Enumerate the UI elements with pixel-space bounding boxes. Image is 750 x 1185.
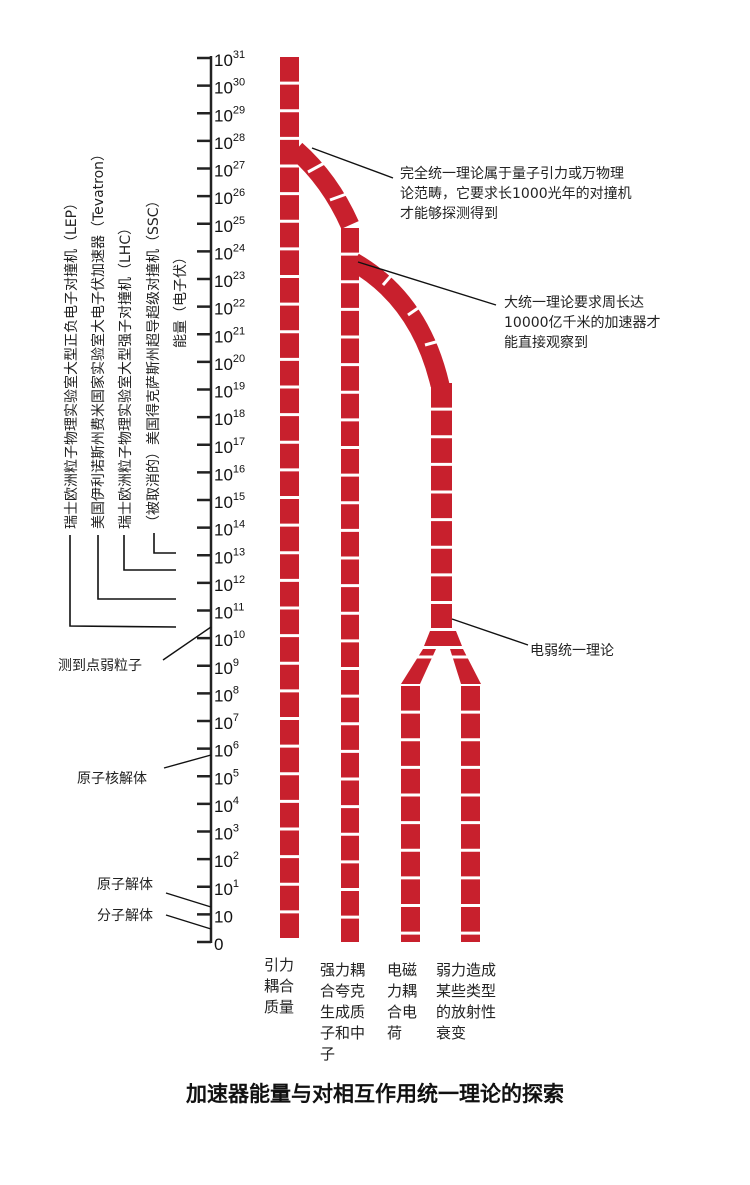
axis-tick-label: 107 <box>214 712 239 733</box>
diagram-title: 加速器能量与对相互作用统一理论的探索 <box>186 1082 564 1106</box>
accelerator-label-lep: 瑞士欧洲粒子物理实验室大型正负电子对撞机（LEP） <box>63 196 80 529</box>
axis-tick-label: 1013 <box>214 546 245 567</box>
accelerator-labels: 瑞士欧洲粒子物理实验室大型正负电子对撞机（LEP） 美国伊利诺斯州费米国家实验室… <box>63 147 189 529</box>
axis-tick-label: 1011 <box>214 602 244 623</box>
axis-label: 能量（电子伏） <box>173 250 189 348</box>
annotation-toe: 完全统一理论属于量子引力或万物理 论范畴，它要求长1000光年的对撞机 才能够探… <box>400 165 636 222</box>
annotation-nuclear-breakup: 原子核解体 <box>77 771 147 787</box>
annotation-weak-bosons: 测到点弱粒子 <box>58 658 142 674</box>
merge-curves <box>289 142 450 388</box>
axis-tick-label: 1016 <box>214 463 245 484</box>
axis-tick-label: 1017 <box>214 436 245 457</box>
gut-merge-curve <box>349 253 450 388</box>
annotation-molecular-breakup: 分子解体 <box>97 908 153 924</box>
axis-tick-label: 1028 <box>214 132 245 153</box>
electroweak-bar <box>431 383 452 628</box>
axis-tick-label: 103 <box>214 823 239 844</box>
left-annotations: 测到点弱粒子 原子核解体 原子解体 分子解体 <box>58 626 212 930</box>
axis-tick-label: 1029 <box>214 104 245 125</box>
weak-bar <box>461 686 480 942</box>
axis-tick-label: 1020 <box>214 353 245 374</box>
axis-tick-label: 101 <box>214 878 239 899</box>
axis-tick-label: 1010 <box>214 629 245 650</box>
axis-tick-label: 10 <box>214 907 233 926</box>
force-label-strong: 强力耦合夸克生成质子和中子 <box>320 961 366 1063</box>
axis-tick-label: 105 <box>214 767 239 788</box>
right-annotations: 完全统一理论属于量子引力或万物理 论范畴，它要求长1000光年的对撞机 才能够探… <box>311 147 665 659</box>
axis-tick-label: 1027 <box>214 160 245 181</box>
axis-tick-label: 1025 <box>214 215 245 236</box>
axis-ticks: 1031103010291028102710261025102410231022… <box>197 49 245 954</box>
axis-tick-label: 1014 <box>214 519 245 540</box>
annotation-electroweak: 电弱统一理论 <box>530 643 614 659</box>
force-label-weak: 弱力造成某些类型的放射性衰变 <box>436 961 497 1042</box>
axis-tick-label: 1018 <box>214 408 245 429</box>
force-bars <box>280 57 480 942</box>
axis-tick-label: 1026 <box>214 187 245 208</box>
force-label-gravity: 引力耦合质量 <box>264 956 295 1016</box>
axis-tick-label: 109 <box>214 657 239 678</box>
accelerator-leaders <box>69 533 177 628</box>
accelerator-label-tevatron: 美国伊利诺斯州费米国家实验室大电子伏加速器（Tevatron） <box>90 147 107 529</box>
curve-gaps <box>307 158 444 347</box>
axis-tick-label: 1030 <box>214 77 245 98</box>
toe-merge-curve <box>289 142 359 229</box>
axis-tick-label: 104 <box>214 795 239 816</box>
axis-tick-label: 1021 <box>214 325 245 346</box>
axis-tick-label: 1019 <box>214 381 245 402</box>
axis-tick-label: 1012 <box>214 574 245 595</box>
axis-tick-label: 1024 <box>214 242 245 263</box>
gravity-bar <box>280 57 299 938</box>
axis-tick-label: 1015 <box>214 491 245 512</box>
accelerator-label-ssc: （被取消的）美国得克萨斯州超导超级对撞机（SSC） <box>145 193 162 529</box>
axis-tick-label: 108 <box>214 684 239 705</box>
force-label-electromagnetic: 电磁力耦合电荷 <box>387 961 418 1042</box>
axis-tick-label: 1022 <box>214 298 245 319</box>
annotation-gut: 大统一理论要求周长达 10000亿千米的加速器才 能直接观察到 <box>504 295 665 351</box>
accelerator-label-lhc: 瑞士欧洲粒子物理实验室大型强子对撞机（LHC） <box>117 221 134 529</box>
annotation-atomic-breakup: 原子解体 <box>97 877 153 893</box>
axis-tick-label: 0 <box>214 935 223 954</box>
axis-tick-label: 1023 <box>214 270 245 291</box>
axis-tick-label: 106 <box>214 740 239 761</box>
axis-tick-label: 102 <box>214 850 239 871</box>
unification-diagram: 1031103010291028102710261025102410231022… <box>58 49 665 954</box>
electromagnetic-bar <box>401 686 420 942</box>
strong-bar <box>341 228 359 942</box>
axis-tick-label: 1031 <box>214 49 245 70</box>
